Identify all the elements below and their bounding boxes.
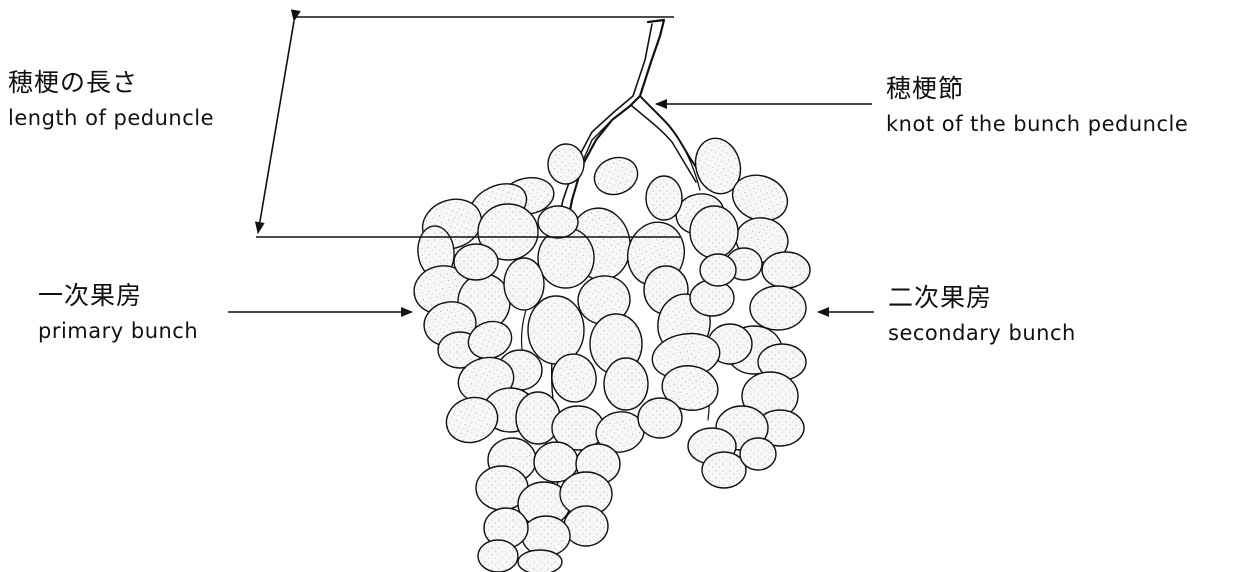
grape-berry	[604, 358, 648, 410]
peduncle-length-en: length of peduncle	[8, 105, 214, 131]
peduncle-length-ja: 穂梗の長さ	[8, 68, 214, 98]
length-double-arrow	[258, 21, 294, 233]
secondary-branch	[632, 106, 696, 182]
grape-berry	[702, 452, 746, 488]
grape-berry	[538, 206, 578, 238]
knot-label: 穂梗節 knot of the bunch peduncle	[886, 74, 1188, 137]
berries	[410, 133, 810, 572]
grape-berry	[690, 206, 738, 258]
primary-bunch-label: 一次果房 primary bunch	[38, 281, 198, 344]
grape-berry	[478, 540, 518, 572]
grape-berry	[646, 176, 682, 220]
grape-berry	[740, 438, 776, 470]
knot-en: knot of the bunch peduncle	[886, 111, 1188, 137]
grape-berry	[518, 550, 562, 572]
grape-berry	[700, 254, 736, 286]
primary-bunch-ja: 一次果房	[38, 281, 198, 311]
grape-berry	[589, 152, 643, 201]
grape-berry	[546, 143, 585, 186]
grape-berry	[564, 506, 608, 546]
secondary-bunch-ja: 二次果房	[888, 283, 1076, 313]
grape-berry	[454, 244, 498, 280]
secondary-bunch-en: secondary bunch	[888, 320, 1076, 346]
grape-berry	[750, 286, 806, 330]
knot-ja: 穂梗節	[886, 74, 1188, 104]
secondary-bunch-label: 二次果房 secondary bunch	[888, 283, 1076, 346]
grape-berry	[504, 258, 544, 310]
grape-berry	[762, 252, 810, 288]
peduncle-length-label: 穂梗の長さ length of peduncle	[8, 68, 214, 131]
grape-berry	[638, 398, 682, 438]
peduncle-knot	[640, 96, 702, 176]
primary-bunch-en: primary bunch	[38, 318, 198, 344]
